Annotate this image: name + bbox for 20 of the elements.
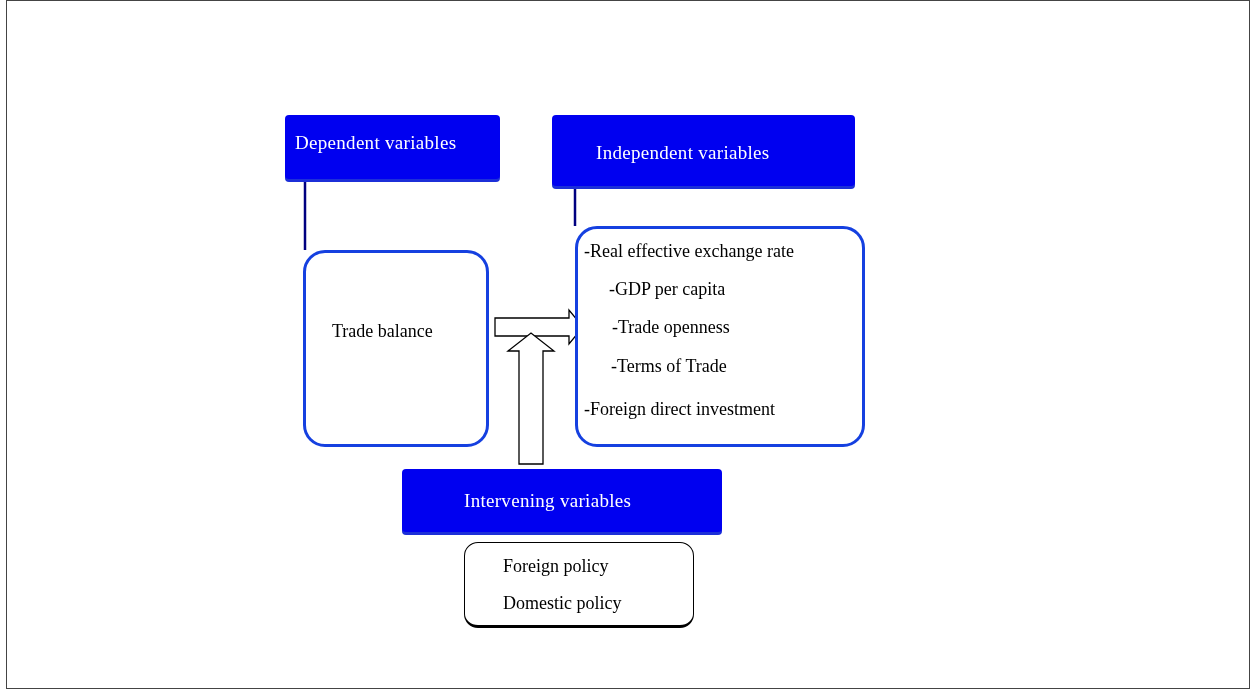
header-text: Independent variables — [596, 142, 770, 164]
header-text: Intervening variables — [464, 490, 632, 512]
block-arrow — [506, 332, 556, 465]
item-text: Domestic policy — [503, 593, 622, 614]
item-text: -Real effective exchange rate — [584, 241, 795, 262]
item-text: -GDP per capita — [609, 279, 726, 300]
item-text: Foreign policy — [503, 556, 609, 577]
header-text: Dependent variables — [295, 132, 457, 154]
item-text: -Foreign direct investment — [584, 399, 775, 420]
rounded-box — [575, 226, 865, 447]
header-box — [552, 115, 855, 186]
rounded-box — [464, 542, 694, 628]
rounded-box — [303, 250, 489, 447]
header-box — [285, 115, 500, 179]
item-text: -Trade openness — [612, 317, 730, 338]
item-text: -Terms of Trade — [611, 356, 727, 377]
connector-line — [573, 188, 577, 226]
header-box — [402, 469, 722, 532]
item-text: Trade balance — [332, 321, 433, 342]
connector-line — [303, 181, 307, 250]
